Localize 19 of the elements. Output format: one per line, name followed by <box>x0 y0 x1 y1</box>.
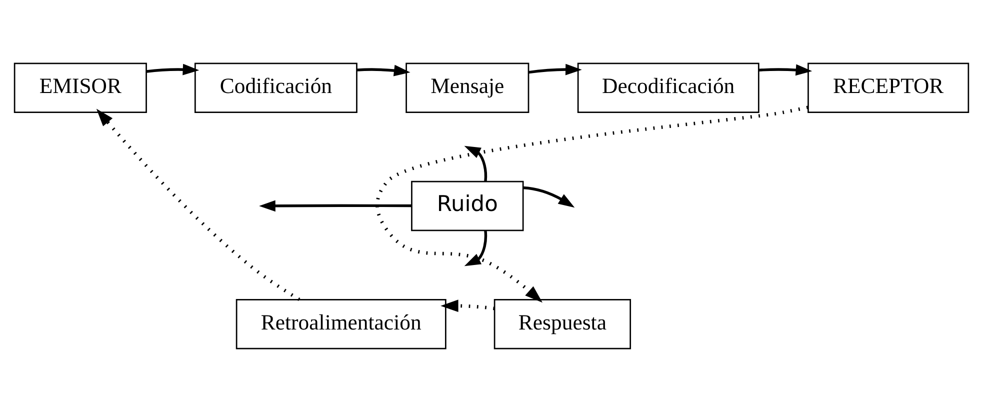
arrow <box>146 63 200 75</box>
node-box: Mensaje <box>406 62 530 112</box>
arrow <box>357 64 410 76</box>
node-box: Decodificación <box>577 62 760 112</box>
node-box: EMISOR <box>14 62 147 112</box>
node-box: Respuesta <box>494 298 632 349</box>
node-box: Retroalimentación <box>236 298 446 349</box>
arrow <box>528 63 582 75</box>
arrow <box>259 200 412 212</box>
arrow <box>523 186 575 208</box>
arrow <box>376 105 808 302</box>
node-box: Codificación <box>194 62 358 112</box>
arrow <box>758 64 812 76</box>
arrow <box>464 145 488 181</box>
node-box: RECEPTOR <box>808 62 970 112</box>
node-box: Ruido <box>411 180 524 231</box>
arrow <box>440 299 495 312</box>
arrow <box>464 230 488 266</box>
arrow <box>96 108 300 300</box>
